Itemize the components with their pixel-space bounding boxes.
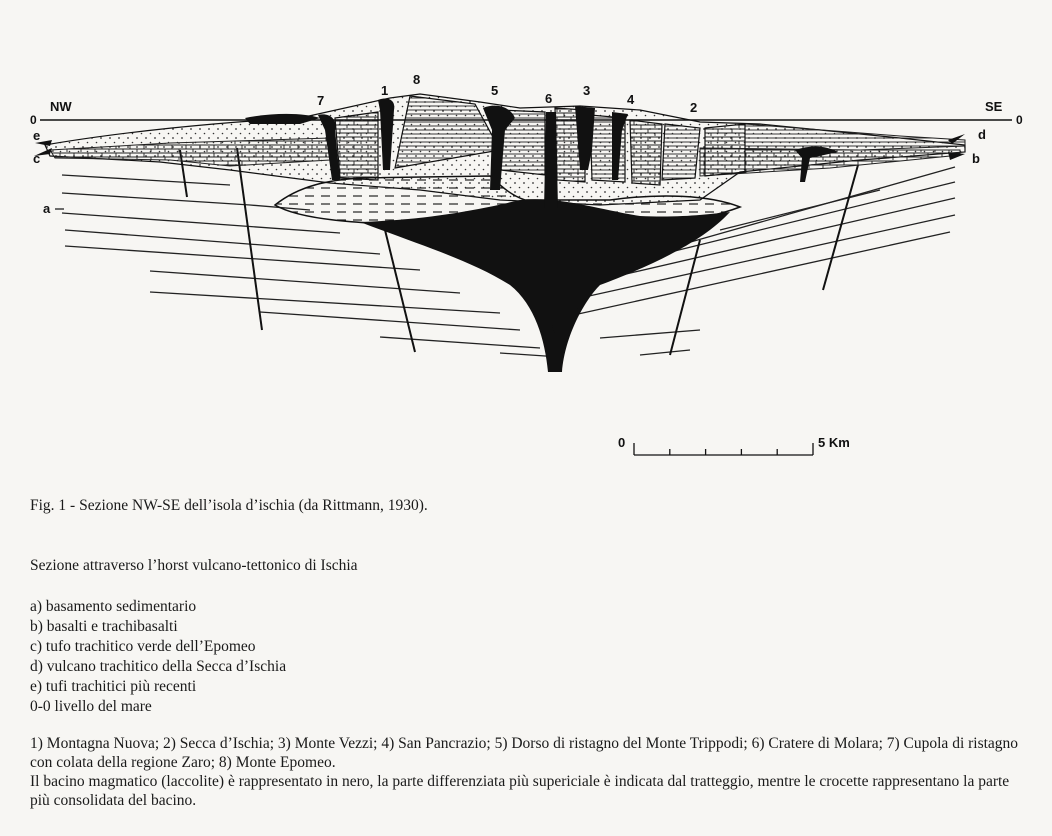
nw-label: NW bbox=[50, 99, 72, 114]
magmatic-basin-note: Il bacino magmatico (laccolite) è rappre… bbox=[30, 773, 1010, 809]
figure-caption: Fig. 1 - Sezione NW-SE dell’isola d’isch… bbox=[30, 497, 428, 514]
legend-key: b) bbox=[30, 618, 43, 635]
legend-item: e) tufi trachitici più recenti bbox=[30, 677, 286, 697]
legend-text: vulcano trachitico della Secca d’Ischia bbox=[46, 658, 287, 675]
section-subtitle: Sezione attraverso l’horst vulcano-tetto… bbox=[30, 557, 358, 574]
label-a: a bbox=[43, 201, 51, 216]
sea-level-label-right: 0 bbox=[1016, 113, 1023, 127]
scale-start-label: 0 bbox=[618, 435, 625, 450]
feeder-dikes bbox=[245, 98, 838, 210]
label-b: b bbox=[972, 151, 980, 166]
legend-text: tufi trachitici più recenti bbox=[45, 678, 197, 695]
peak-label-3: 3 bbox=[583, 83, 590, 98]
peak-label-2: 2 bbox=[690, 100, 697, 115]
legend-item: a) basamento sedimentario bbox=[30, 597, 286, 617]
peak-label-4: 4 bbox=[627, 92, 635, 107]
peak-label-8: 8 bbox=[413, 72, 420, 87]
legend-list: a) basamento sedimentario b) basalti e t… bbox=[30, 597, 286, 717]
legend-item: b) basalti e trachibasalti bbox=[30, 617, 286, 637]
scale-bar: 0 5 Km bbox=[618, 435, 850, 456]
locations-note: 1) Montagna Nuova; 2) Secca d’Ischia; 3)… bbox=[30, 735, 1019, 771]
se-label: SE bbox=[985, 99, 1003, 114]
legend-text: tufo trachitico verde dell’Epomeo bbox=[45, 638, 256, 655]
magmatic-basin bbox=[360, 199, 730, 372]
label-c: c bbox=[33, 151, 40, 166]
legend-item: c) tufo trachitico verde dell’Epomeo bbox=[30, 637, 286, 657]
sea-level-label-left: 0 bbox=[30, 113, 37, 127]
legend-key: e) bbox=[30, 678, 43, 695]
label-d: d bbox=[978, 127, 986, 142]
label-e: e bbox=[33, 128, 40, 143]
tuff-layer-d bbox=[744, 123, 966, 151]
peak-label-1: 1 bbox=[381, 83, 388, 98]
legend-item: d) vulcano trachitico della Secca d’Isch… bbox=[30, 657, 286, 677]
figure-notes: 1) Montagna Nuova; 2) Secca d’Ischia; 3)… bbox=[30, 734, 1030, 810]
legend-text: livello del mare bbox=[54, 698, 152, 715]
legend-text: basalti e trachibasalti bbox=[46, 618, 178, 635]
legend-item: 0-0 livello del mare bbox=[30, 697, 286, 717]
scale-end-label: 5 Km bbox=[818, 435, 850, 450]
peak-label-7: 7 bbox=[317, 93, 324, 108]
margin-arrows bbox=[34, 134, 965, 160]
legend-text: basamento sedimentario bbox=[45, 598, 197, 615]
legend-key: c) bbox=[30, 638, 43, 655]
basement-strata bbox=[61, 166, 956, 358]
peak-label-5: 5 bbox=[491, 83, 498, 98]
legend-key: a) bbox=[30, 598, 43, 615]
tuff-layer-c bbox=[49, 137, 331, 167]
legend-key: 0-0 bbox=[30, 698, 51, 715]
cross-section-diagram: 0 NW SE 0 e c a d b 7 1 8 5 6 3 4 2 0 5 … bbox=[30, 72, 1023, 456]
magma-branch bbox=[552, 280, 600, 335]
legend-key: d) bbox=[30, 658, 43, 675]
peak-label-6: 6 bbox=[545, 91, 552, 106]
